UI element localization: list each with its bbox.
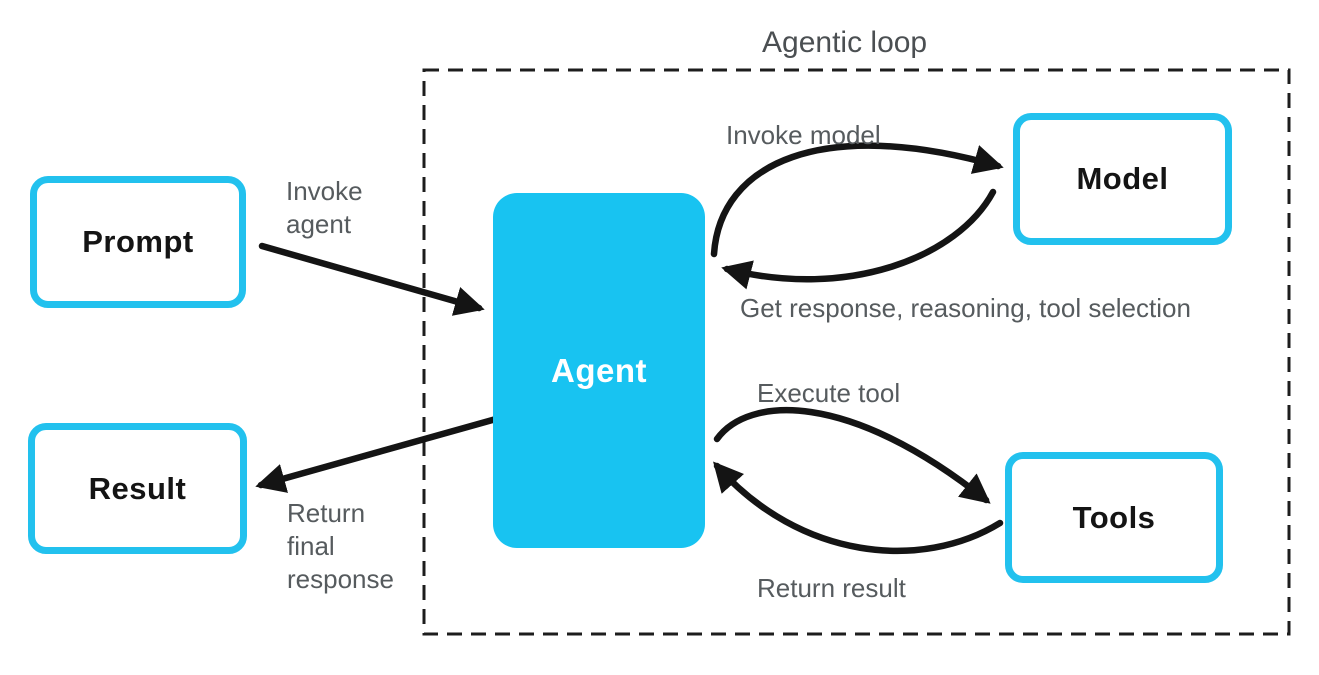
model-node-label: Model xyxy=(1076,161,1169,196)
prompt-node: Prompt xyxy=(30,176,246,308)
result-node-label: Result xyxy=(88,470,187,506)
diagram-title: Agentic loop xyxy=(762,26,928,59)
tools-node-label: Tools xyxy=(1072,499,1156,535)
arrow-invoke-model xyxy=(710,142,1004,258)
result-node: Result xyxy=(28,423,247,554)
arrow-execute-tool xyxy=(713,407,991,504)
prompt-node-label: Prompt xyxy=(82,224,194,259)
invoke-agent-label: Invoke agent xyxy=(286,176,363,239)
arrow-invoke-agent xyxy=(258,242,485,316)
model-node: Model xyxy=(1013,113,1232,245)
arrow-get-response xyxy=(721,188,997,290)
arrow-return-final-response xyxy=(255,415,500,493)
tools-node: Tools xyxy=(1005,452,1223,583)
agent-node-label: Agent xyxy=(551,351,647,389)
agent-node: Agent xyxy=(493,193,705,548)
return-final-response-label: Return final response xyxy=(287,498,394,594)
invoke-model-label: Invoke model xyxy=(726,120,881,150)
get-response-label: Get response, reasoning, tool selection xyxy=(740,293,1191,323)
arrow-return-result xyxy=(713,461,1004,555)
execute-tool-label: Execute tool xyxy=(757,378,901,408)
return-result-label: Return result xyxy=(757,573,906,603)
